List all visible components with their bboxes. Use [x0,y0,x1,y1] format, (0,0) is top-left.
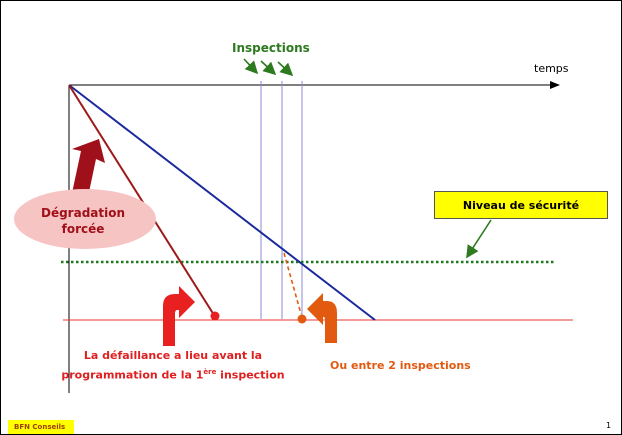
failure-between-label: Ou entre 2 inspections [330,359,471,372]
forced-degradation-line [68,84,215,316]
normal-degradation-line [68,84,376,321]
failure-before-sup: ère [203,368,217,376]
inspection-arrow-1 [243,58,259,75]
failure-point-between [297,314,307,324]
company-name: BFN Conseils [14,423,66,431]
inspection-arrow-3 [277,61,294,77]
between-failure-curved-arrow [307,293,337,343]
failure-before-line2: programmation de la 1ère inspection [59,364,287,384]
failure-branch-dashed [283,252,302,315]
failure-before-line2b: inspection [216,368,285,382]
failure-before-line2a: programmation de la 1 [61,368,204,382]
early-failure-curved-arrow [163,286,195,346]
failure-before-label: La défaillance a lieu avant la programma… [59,347,287,384]
degradation-label-line1: Dégradation [40,206,126,220]
inspection-arrow-2 [260,60,277,76]
failure-point-early [210,311,220,321]
degradation-label-line2: forcée [61,222,105,236]
safety-level-text: Niveau de sécurité [462,198,580,212]
safety-pointer-arrow [466,219,492,259]
time-axis-label: temps [534,62,569,75]
degradation-ellipse [14,189,156,249]
inspections-label: Inspections [232,41,310,55]
page-number: 1 [606,421,612,430]
failure-before-line1: La défaillance a lieu avant la [83,349,263,362]
degradation-label: Dégradation forcée [21,205,145,237]
safety-level-label: Niveau de sécurité [434,191,608,219]
company-badge: BFN Conseils [8,420,74,434]
